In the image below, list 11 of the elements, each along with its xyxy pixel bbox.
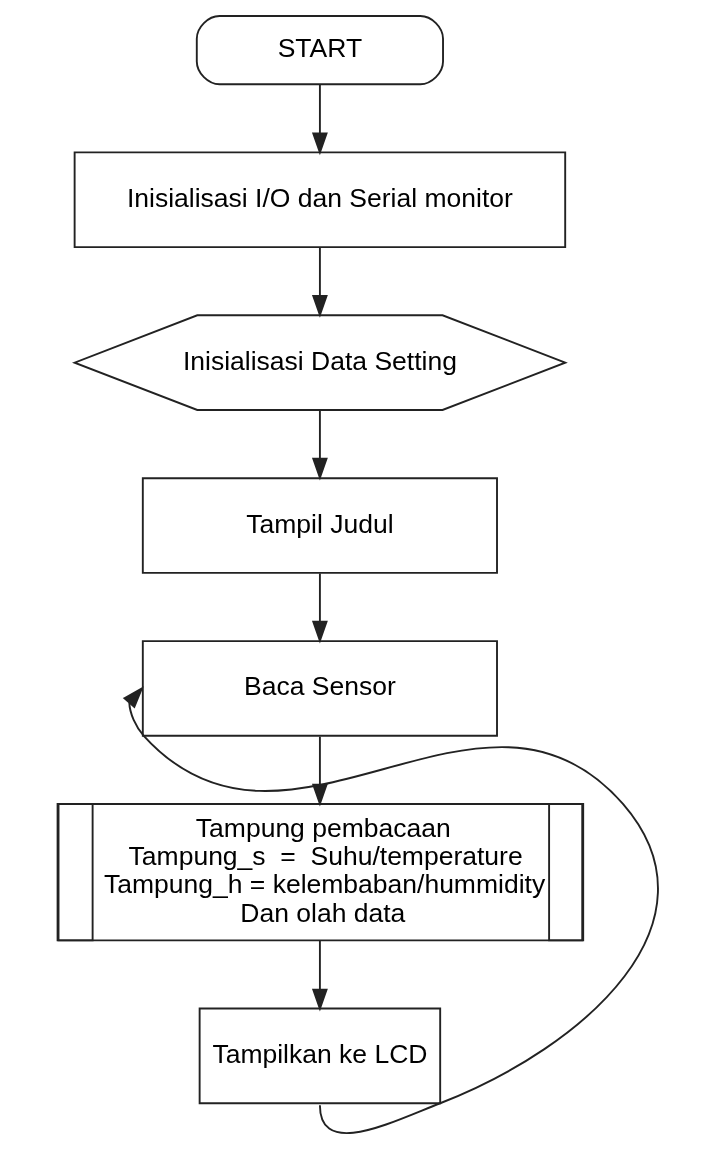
node-box: Tampil Judul [141,477,498,574]
arrow [311,939,328,1012]
arrow [311,572,328,644]
arrow [311,409,328,481]
arrow [311,246,328,318]
node-box: Baca Sensor [141,640,498,737]
arrow [311,83,328,156]
arrow [122,686,659,1134]
node-box: START [195,15,444,86]
node-box: Tampilkan ke LCD [198,1007,442,1105]
node-box: Inisialisasi I/O dan Serial monitor [73,151,567,249]
